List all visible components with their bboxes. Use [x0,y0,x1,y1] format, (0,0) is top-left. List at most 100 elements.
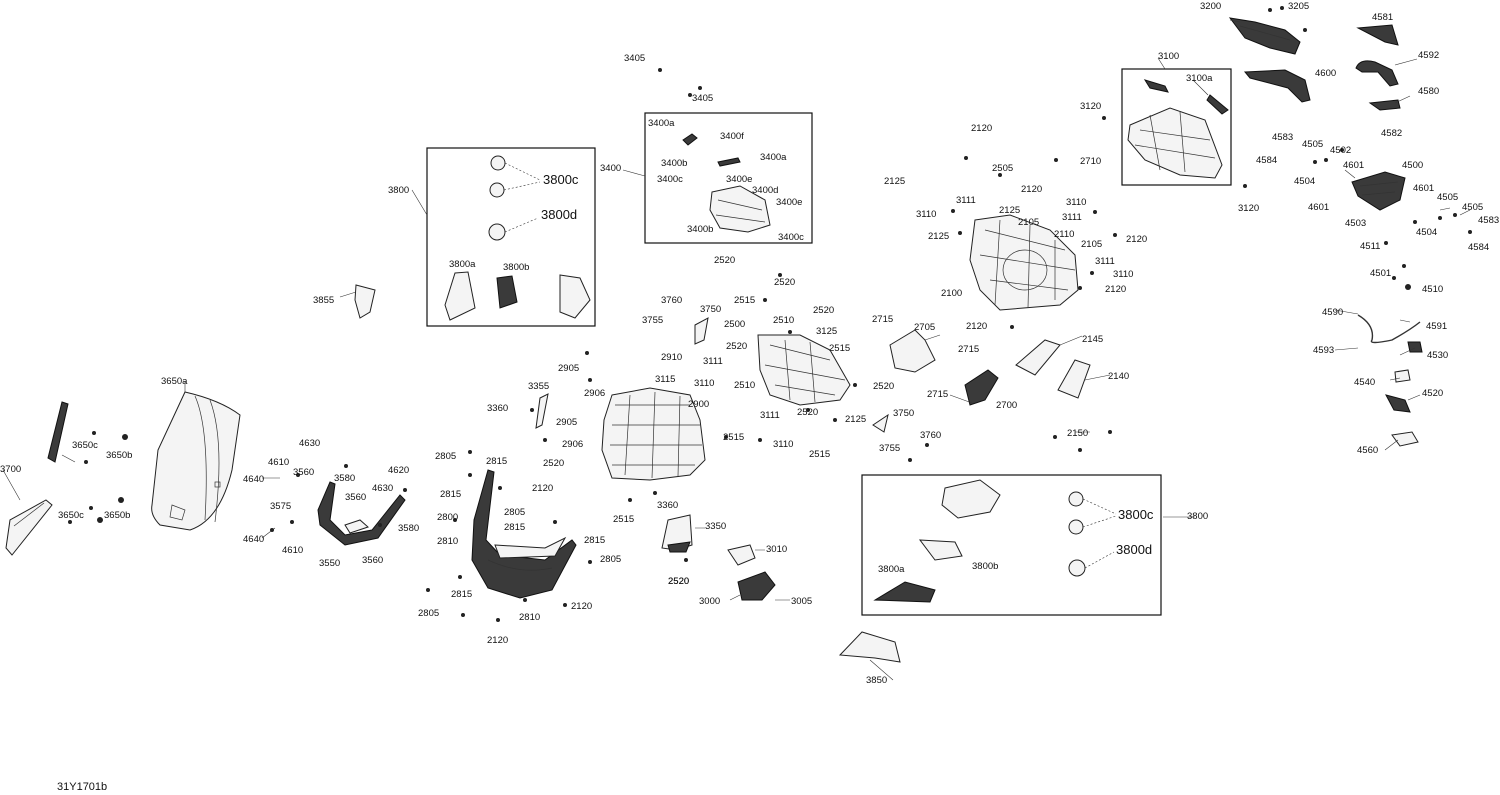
callout-2710: 2710 [1080,156,1101,167]
callout-4511: 4511 [1360,241,1380,252]
callout-4601: 4601 [1308,202,1329,213]
callout-2120: 2120 [571,601,592,612]
callout-2520: 2520 [726,341,747,352]
callout-3700: 3700 [0,464,21,475]
callout-2810: 2810 [519,612,540,623]
callout-2120: 2120 [971,123,992,134]
callout-3200: 3200 [1200,1,1221,12]
callout-3400e: 3400e [776,197,802,208]
callout-4601: 4601 [1413,183,1434,194]
callout-4584: 4584 [1468,242,1489,253]
callout-4500: 4500 [1402,160,1423,171]
callout-3400f: 3400f [720,131,744,142]
small-parts-4500-series [1385,341,1423,447]
callout-2120: 2120 [1105,284,1126,295]
callout-4591: 4591 [1426,321,1447,332]
front-panel-part-2800 [471,469,577,599]
callout-2515: 2515 [613,514,634,525]
callout-2120: 2120 [966,321,987,332]
callout-2715: 2715 [958,344,979,355]
callout-3100: 3100 [1158,51,1179,62]
callout-3355: 3355 [528,381,549,392]
callout-4600: 4600 [1315,68,1336,79]
stay-part-4590 [1357,314,1421,344]
callout-2510: 2510 [773,315,794,326]
callout-3360: 3360 [657,500,678,511]
callout-3010: 3010 [766,544,787,555]
callout-3760: 3760 [661,295,682,306]
callout-4505: 4505 [1302,139,1323,150]
callout-2805: 2805 [504,507,525,518]
callout-2105: 2105 [1018,217,1039,228]
callout-3800d: 3800d [1116,542,1152,557]
bracket-assembly-3400 [682,133,771,233]
callout-3400a: 3400a [760,152,787,163]
misc-brackets [354,284,901,663]
callout-3120: 3120 [1238,203,1259,214]
callout-4501: 4501 [1370,268,1391,279]
callout-4504: 4504 [1416,227,1437,238]
callout-3560: 3560 [362,555,383,566]
dashed-leader [1082,498,1117,569]
headlight-detail-right [873,479,1086,603]
dashboard-support-part-2100 [969,214,1079,311]
callout-2515: 2515 [723,432,744,443]
callout-3400a: 3400a [648,118,675,129]
vent-parts-2700 [889,329,999,406]
callout-2520: 2520 [668,576,689,587]
callout-2815: 2815 [504,522,525,533]
callout-2520: 2520 [714,255,735,266]
callout-3800c: 3800c [543,172,579,187]
mirror-parts-4580 [1355,24,1401,111]
callout-3111: 3111 [760,410,780,421]
callout-4620: 4620 [388,465,409,476]
callout-2815: 2815 [486,456,507,467]
deflector-part [5,401,69,556]
callout-3400c: 3400c [778,232,804,243]
callout-4583: 4583 [1478,215,1499,226]
callout-3111: 3111 [1062,212,1082,223]
callout-3110: 3110 [1066,197,1086,208]
callout-3800a: 3800a [449,259,476,270]
callout-3750: 3750 [700,304,721,315]
callout-3405: 3405 [692,93,713,104]
detail-box-3800-left [426,147,596,327]
callout-3750: 3750 [893,408,914,419]
callout-2800: 2800 [437,512,458,523]
callout-3400b: 3400b [661,158,687,169]
callout-4505: 4505 [1462,202,1483,213]
callout-4530: 4530 [1427,350,1448,361]
callout-3350: 3350 [705,521,726,532]
nose-part-3550 [317,481,406,546]
detail-box-3800-right [861,474,1162,616]
callout-2715: 2715 [872,314,893,325]
callout-3400d: 3400d [752,185,778,196]
callout-3111: 3111 [703,356,723,367]
instrument-cluster-part-3100a [1127,79,1229,179]
callout-3205: 3205 [1288,1,1309,12]
mirror-housing-part-4500 [1351,171,1406,211]
callout-3800: 3800 [1187,511,1208,522]
callout-4630: 4630 [299,438,320,449]
callout-2150: 2150 [1067,428,1088,439]
callout-2700: 2700 [996,400,1017,411]
callout-3800a: 3800a [878,564,905,575]
callout-4640: 4640 [243,534,264,545]
windshield-part [151,391,241,531]
callout-4601: 4601 [1343,160,1364,171]
callout-3125: 3125 [816,326,837,337]
callout-2120: 2120 [1021,184,1042,195]
callout-2815: 2815 [451,589,472,600]
callout-2145: 2145 [1082,334,1103,345]
callout-4581: 4581 [1372,12,1393,23]
callout-3650c: 3650c [72,440,98,451]
callout-3650a: 3650a [161,376,188,387]
callout-4520: 4520 [1422,388,1443,399]
callout-2520: 2520 [797,407,818,418]
callout-3405: 3405 [624,53,645,64]
callout-2110: 2110 [1054,229,1074,240]
callout-3855: 3855 [313,295,334,306]
fasteners [68,6,1472,622]
callout-3800c: 3800c [1118,507,1154,522]
callout-2805: 2805 [600,554,621,565]
